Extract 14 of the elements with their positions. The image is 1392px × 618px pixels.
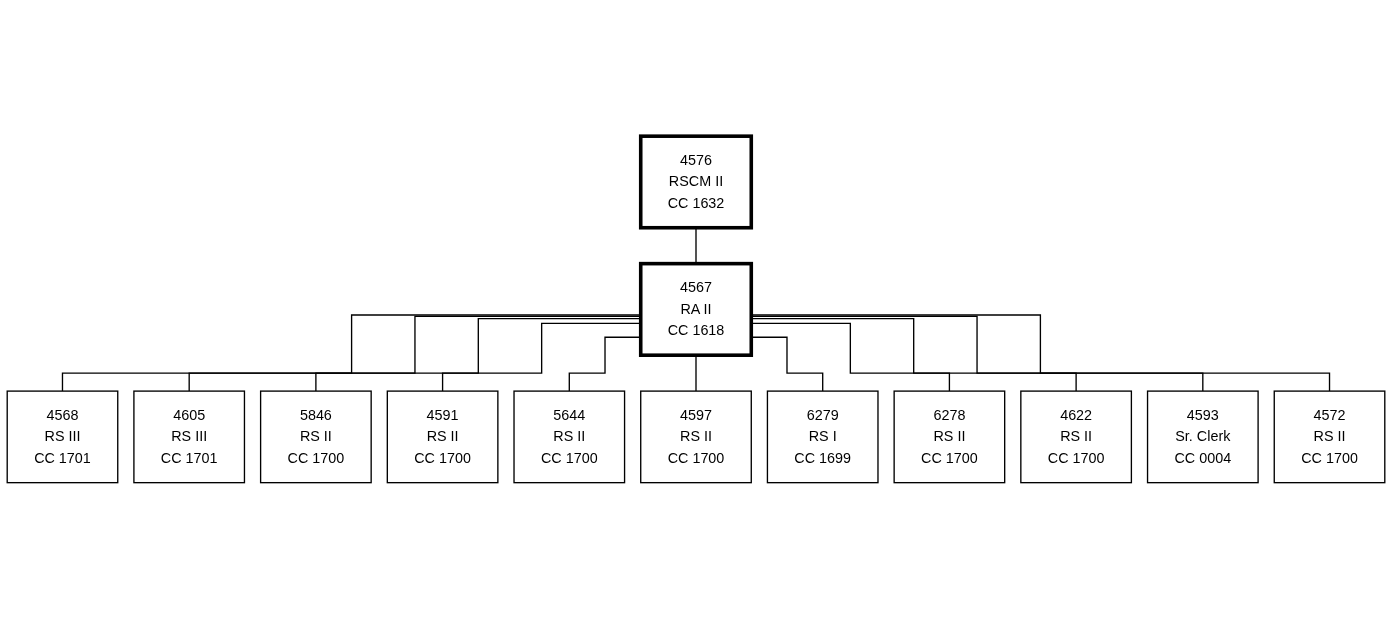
node-box: 4567 RA II CC 1618 <box>638 261 754 357</box>
node-box: 5846 RS II CC 1700 <box>259 390 372 483</box>
node-box: 5644 RS II CC 1700 <box>513 390 626 483</box>
node-box: 4591 RS II CC 1700 <box>386 390 499 483</box>
node-box: 4572 RS II CC 1700 <box>1273 390 1386 483</box>
node-box: 4576 RSCM II CC 1632 <box>638 133 754 230</box>
node-box: 4605 RS III CC 1701 <box>133 390 246 483</box>
node-box: 4622 RS II CC 1700 <box>1020 390 1133 483</box>
connector <box>695 354 697 392</box>
node-box: 6278 RS II CC 1700 <box>893 390 1006 483</box>
node-box: 6279 RS I CC 1699 <box>766 390 879 483</box>
node-box: 4597 RS II CC 1700 <box>640 390 752 483</box>
node-box: 4593 Sr. Clerk CC 0004 <box>1146 390 1259 483</box>
node-box: 4568 RS III CC 1701 <box>6 390 119 483</box>
